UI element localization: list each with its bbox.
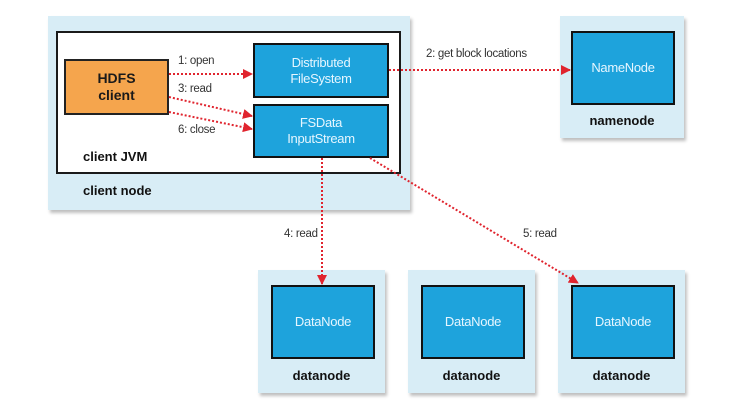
datanode-label-1: datanode [292,368,351,383]
edge-label-close: 6: close [178,124,216,136]
edge-label-read: 3: read [178,83,212,95]
edge-label-open: 1: open [178,55,215,67]
hdfs-client-line1: HDFS [97,70,136,86]
edge-label-get-block-locations: 2: get block locations [426,48,527,60]
datanode-box-1[interactable]: DataNode [271,285,375,359]
distributed-filesystem-box[interactable]: Distributed FileSystem [253,43,389,98]
fsdata-line2: InputStream [287,131,355,146]
client-node-label: client node [83,183,152,198]
hdfs-client-line2: client [98,87,135,103]
datanode-label-3: datanode [592,368,651,383]
edge-label-read-datanode-1: 4: read [284,228,318,240]
hdfs-client-box[interactable]: HDFS client [64,59,169,115]
namenode-box[interactable]: NameNode [571,31,675,105]
client-jvm-label: client JVM [83,149,148,164]
dfs-line2: FileSystem [290,70,352,86]
edge-label-read-datanode-3: 5: read [523,228,557,240]
arrow-read-datanode-3 [369,157,579,284]
namenode-label: namenode [589,113,655,128]
dfs-line1: Distributed [291,54,351,70]
fsdata-line1: FSData [299,115,343,130]
datanode-box-2[interactable]: DataNode [421,285,525,359]
fsdata-inputstream-box[interactable]: FSData InputStream [253,104,389,158]
datanode-label-2: datanode [442,368,501,383]
arrow-read [168,96,253,119]
datanode-box-3[interactable]: DataNode [571,285,675,359]
